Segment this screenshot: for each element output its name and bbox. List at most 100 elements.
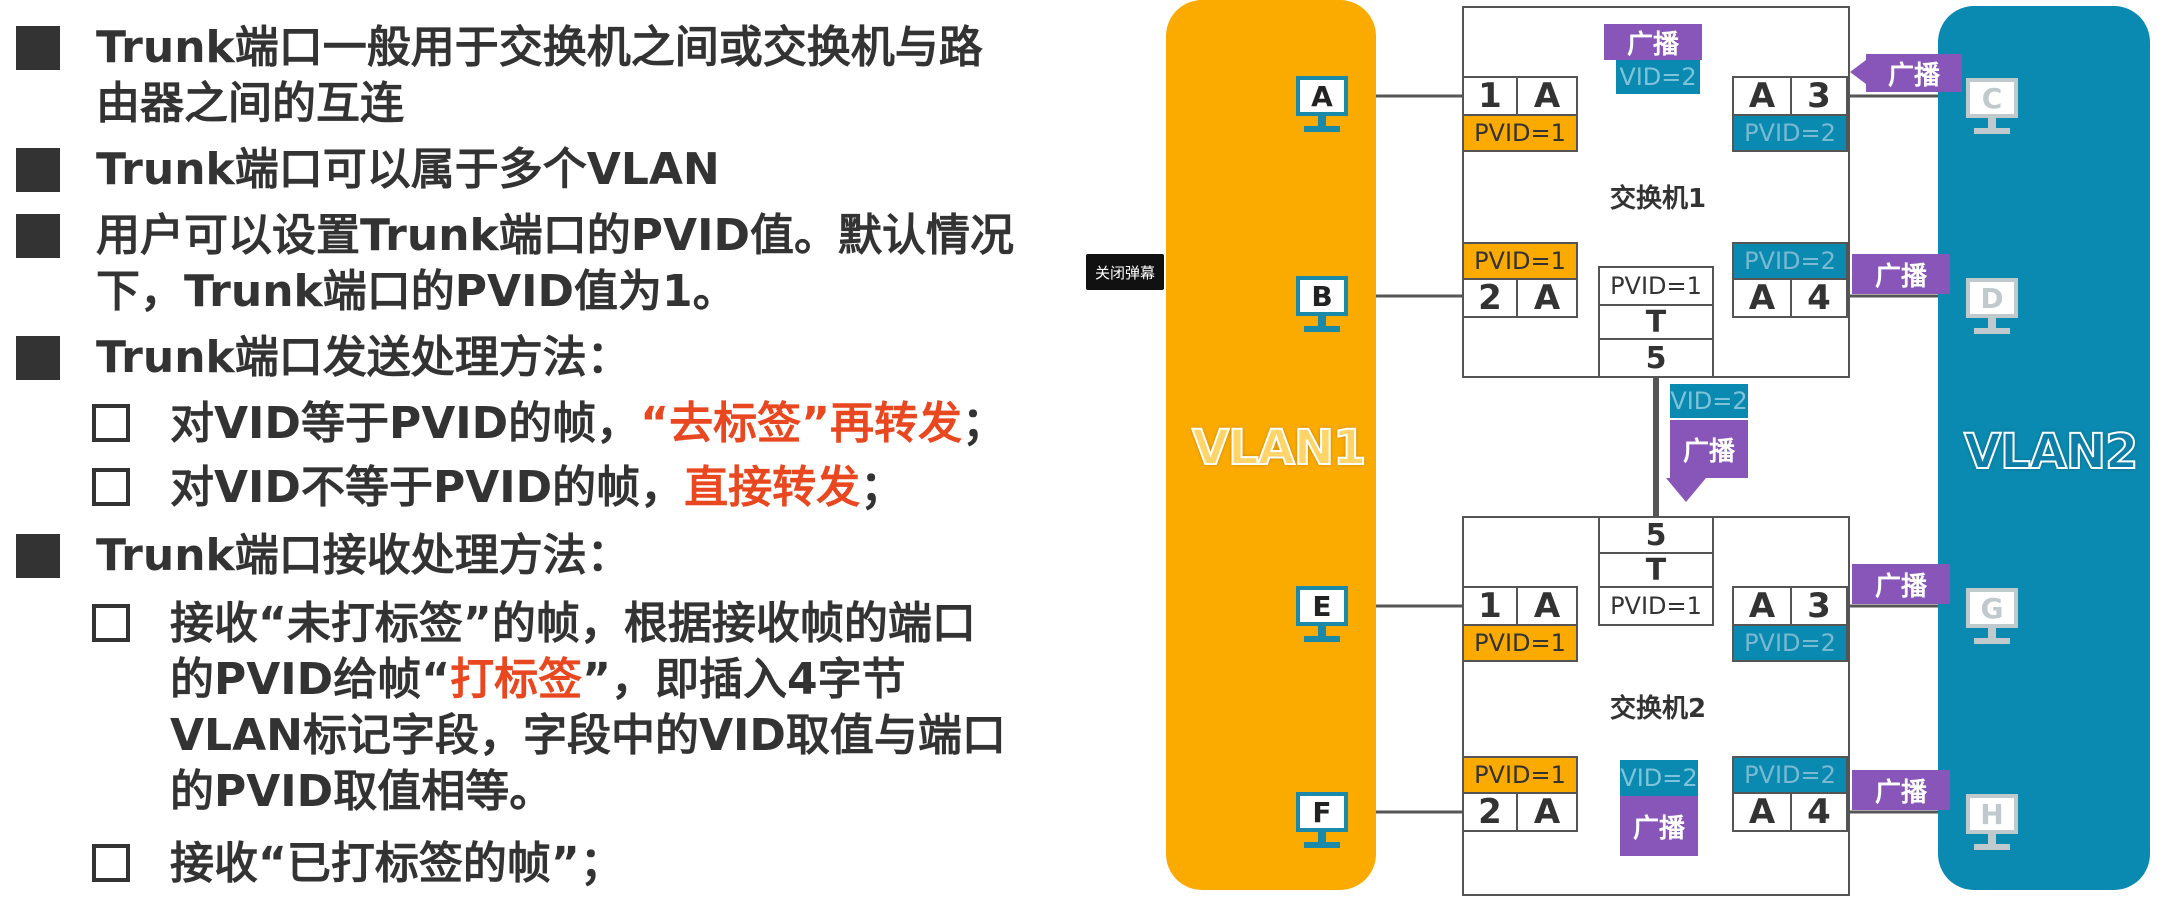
host-g-icon: G [1966, 588, 2018, 650]
vlan1-region [1166, 0, 1376, 890]
host-b-label: B [1296, 276, 1348, 316]
switch-2-name: 交换机2 [1610, 694, 1707, 724]
sw1-port-2-mode: A [1516, 278, 1578, 318]
sw2-port-1-pvid: PVID=1 [1462, 624, 1578, 662]
sw1-port-5-number: 5 [1598, 338, 1714, 378]
broadcast-frame-to-c: 广播 [1866, 54, 1962, 92]
host-g-label: G [1966, 588, 2018, 628]
bullet-2: Trunk端口可以属于多个VLAN [96, 144, 720, 195]
bullet-5-sub-1-line-4: 的PVID取值相等。 [170, 766, 554, 817]
sw1-port-3-mode: A [1732, 76, 1792, 116]
bullet-5-sub-1-line-1: 接收“未打标签”的帧，根据接收帧的端口 [170, 598, 976, 649]
bullet-4-sub-2-end: ； [860, 462, 905, 513]
host-a-icon: A [1296, 76, 1348, 138]
switch-1-name: 交换机1 [1610, 184, 1707, 214]
vid-tag-trunk: VID=2 [1670, 384, 1748, 418]
bullet-3-line-2: 下，Trunk端口的PVID值为1。 [96, 266, 737, 317]
sub-bullet-box-icon [92, 404, 130, 442]
sw2-port-2-mode: A [1516, 792, 1578, 832]
arrow-down-icon [1666, 478, 1706, 502]
vid-tag-sw1-top: VID=2 [1616, 60, 1700, 94]
sub-bullet-box-icon [92, 844, 130, 882]
sw1-port-1-mode: A [1516, 76, 1578, 116]
host-d-label: D [1966, 278, 2018, 318]
bullet-square-icon [16, 148, 60, 192]
bullet-4-sub-1-text: 对VID等于PVID的帧， [170, 398, 641, 449]
host-f-label: F [1296, 792, 1348, 832]
sw1-port-5-pvid: PVID=1 [1598, 266, 1714, 306]
bullet-4-sub-2: 对VID不等于PVID的帧，直接转发； [170, 462, 904, 514]
text-panel: Trunk端口一般用于交换机之间或交换机与路 由器之间的互连 Trunk端口可以… [0, 0, 1080, 903]
bullet-square-icon [16, 26, 60, 70]
host-e-icon: E [1296, 586, 1348, 648]
host-c-label: C [1966, 78, 2018, 118]
bullet-square-icon [16, 336, 60, 380]
sw2-port-2-pvid: PVID=1 [1462, 756, 1578, 794]
sub-bullet-box-icon [92, 604, 130, 642]
host-h-icon: H [1966, 794, 2018, 856]
broadcast-frame-sw1-top: 广播 [1604, 24, 1702, 60]
sub-bullet-box-icon [92, 468, 130, 506]
bullet-4-sub-1-highlight: “去标签”再转发 [640, 398, 962, 449]
bullet-4-sub-1: 对VID等于PVID的帧，“去标签”再转发； [170, 398, 1006, 450]
close-danmaku-button[interactable]: 关闭弹幕 [1086, 254, 1164, 290]
sw2-port-4-pvid: PVID=2 [1732, 756, 1848, 794]
sw1-port-4-number: 4 [1790, 278, 1848, 318]
sw1-port-2-number: 2 [1462, 278, 1518, 318]
sw2-port-5-mode: T [1598, 552, 1714, 588]
host-f-icon: F [1296, 792, 1348, 854]
sw2-port-2-number: 2 [1462, 792, 1518, 832]
bullet-square-icon [16, 534, 60, 578]
bullet-4-sub-1-end: ； [962, 398, 1006, 449]
broadcast-frame-to-h: 广播 [1852, 770, 1950, 810]
host-c-icon: C [1966, 78, 2018, 140]
bullet-4: Trunk端口发送处理方法： [96, 332, 631, 383]
bullet-5-sub-2: 接收“已打标签的帧”； [170, 838, 624, 889]
sw2-port-3-mode: A [1732, 586, 1792, 626]
sw1-port-2-pvid: PVID=1 [1462, 242, 1578, 280]
sw1-port-4-pvid: PVID=2 [1732, 242, 1848, 280]
sw1-port-5-mode: T [1598, 304, 1714, 340]
sw2-port-4-number: 4 [1790, 792, 1848, 832]
sw1-port-1-number: 1 [1462, 76, 1518, 116]
host-h-label: H [1966, 794, 2018, 834]
bullet-5-sub-1-line-3: VLAN标记字段，字段中的VID取值与端口 [170, 710, 1006, 761]
host-b-icon: B [1296, 276, 1348, 338]
sw2-port-3-number: 3 [1790, 586, 1848, 626]
vlan2-region [1938, 6, 2150, 890]
bullet-5-sub-1-line-2-end: ”，即插入4字节 [582, 654, 906, 705]
vlan2-label: VLAN2 [1963, 423, 2139, 481]
sw1-port-4-mode: A [1732, 278, 1792, 318]
sw1-port-1-pvid: PVID=1 [1462, 114, 1578, 152]
arrow-left-icon [1850, 60, 1866, 84]
bullet-5: Trunk端口接收处理方法： [96, 530, 631, 581]
broadcast-frame-to-d: 广播 [1852, 254, 1950, 294]
vlan1-label: VLAN1 [1191, 419, 1367, 477]
host-d-icon: D [1966, 278, 2018, 340]
sw2-port-1-number: 1 [1462, 586, 1518, 626]
sw1-port-3-pvid: PVID=2 [1732, 114, 1848, 152]
sw1-port-3-number: 3 [1790, 76, 1848, 116]
sw2-port-5-pvid: PVID=1 [1598, 586, 1714, 626]
bullet-4-sub-2-highlight: 直接转发 [684, 462, 861, 513]
bullet-5-sub-1-line-2: 的PVID给帧“打标签”，即插入4字节 [170, 654, 906, 706]
bullet-5-sub-1-line-2-text: 的PVID给帧“ [170, 654, 451, 705]
broadcast-frame-to-g: 广播 [1852, 564, 1950, 604]
sw2-port-3-pvid: PVID=2 [1732, 624, 1848, 662]
bullet-1-line-1: Trunk端口一般用于交换机之间或交换机与路 [96, 22, 983, 73]
sw2-port-4-mode: A [1732, 792, 1792, 832]
bullet-square-icon [16, 214, 60, 258]
broadcast-frame-trunk: 广播 [1670, 420, 1748, 478]
bullet-3-line-1: 用户可以设置Trunk端口的PVID值。默认情况 [96, 210, 1014, 261]
bullet-4-sub-2-text: 对VID不等于PVID的帧， [170, 462, 685, 513]
bullet-1-line-2: 由器之间的互连 [96, 78, 404, 129]
sw2-port-5-number: 5 [1598, 516, 1714, 554]
sw2-port-1-mode: A [1516, 586, 1578, 626]
broadcast-frame-sw2-bottom: 广播 [1620, 796, 1698, 856]
vid-tag-sw2-bottom: VID=2 [1620, 760, 1698, 796]
host-e-label: E [1296, 586, 1348, 626]
bullet-5-sub-1-highlight: 打标签 [450, 654, 583, 705]
host-a-label: A [1296, 76, 1348, 116]
